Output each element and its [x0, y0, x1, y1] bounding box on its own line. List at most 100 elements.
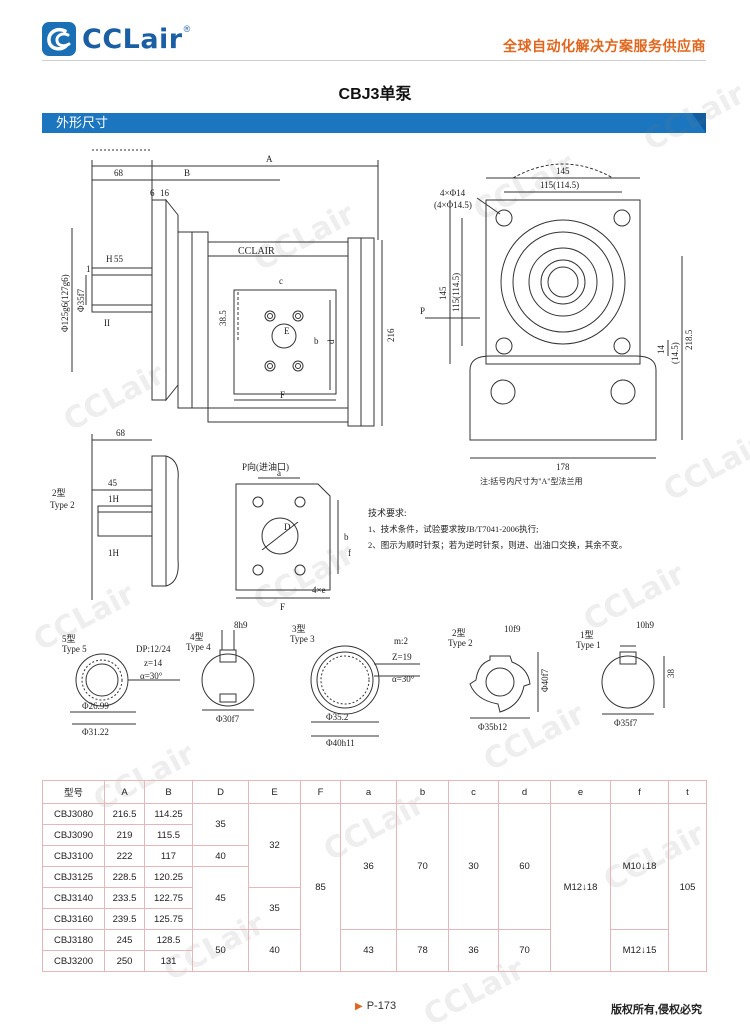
dim-4e-port: 4×e — [312, 585, 326, 595]
page-title: CBJ3单泵 — [338, 86, 412, 103]
col-header: A — [104, 780, 145, 804]
dim-flange-dia: Φ125g6(127g6) — [60, 274, 70, 332]
A-cell: 245 — [104, 929, 145, 951]
dim-A: A — [266, 154, 273, 164]
dim-D-port: D — [284, 522, 291, 532]
section-title: 外形尺寸 — [56, 115, 109, 130]
shaft2-d1: Φ40f7 — [540, 668, 550, 692]
col-header: a — [340, 780, 397, 804]
col-header: b — [396, 780, 449, 804]
page-header: CCLair ® 全球自动化解决方案服务供应商 — [0, 0, 750, 61]
inlet-port-view — [235, 477, 339, 599]
tech-item-1: 1、技术条件，试验要求按JB/T7041-2006执行; — [368, 524, 538, 534]
shaft1-38: 38 — [666, 669, 676, 679]
dim-B: B — [184, 168, 190, 178]
shaft5-dp: DP:12/24 — [136, 644, 171, 654]
c-cell: 36 — [448, 929, 499, 972]
dim-d: d — [326, 339, 336, 344]
e-cell: M12↓18 — [550, 803, 611, 972]
table-header-row: 型号 A B D E F a b c d e f t — [42, 780, 707, 804]
dim-115-top: 115(114.5) — [540, 180, 579, 190]
dim-55: 55 — [114, 254, 124, 264]
E-cell: 35 — [248, 887, 301, 930]
table-row: CBJ3125 228.5 120.25 45 — [42, 866, 707, 930]
B-cell: 131 — [144, 950, 193, 972]
shaft5-z: z=14 — [144, 658, 163, 668]
f-cell: M10↓18 — [610, 803, 669, 930]
shaft3-label-en: Type 3 — [290, 634, 315, 644]
page-number-text: P-173 — [366, 1000, 397, 1012]
A-cell: 239.5 — [104, 908, 145, 930]
shaft3-z: Z=19 — [392, 652, 412, 662]
B-cell: 120.25 — [144, 866, 193, 888]
col-header: c — [448, 780, 499, 804]
pump-nameplate: CCLAIR — [238, 246, 275, 257]
E-cell: 40 — [248, 929, 301, 972]
shaft3-d2: Φ40h11 — [326, 738, 355, 748]
E-cell: 32 — [248, 803, 301, 888]
A-cell: 222 — [104, 845, 145, 867]
dim-1H-bottom: 1H — [108, 548, 120, 558]
dim-F-front: F — [280, 390, 285, 400]
table-row: CBJ3200 250 131 — [42, 950, 707, 972]
flange-note: 注:括号内尺寸为"A"型法兰用 — [480, 476, 583, 486]
dim-F-port: F — [280, 602, 285, 612]
F-cell: 85 — [300, 803, 341, 972]
dim-145-top: 145 — [556, 166, 570, 176]
dim-218-5: 218.5 — [684, 329, 694, 350]
shaft-type4 — [201, 630, 255, 711]
dim-45: 45 — [108, 478, 118, 488]
model-cell: CBJ3090 — [42, 824, 105, 846]
dim-1H-top: 1H — [108, 494, 120, 504]
col-header: d — [498, 780, 551, 804]
pump-side-view — [425, 163, 683, 459]
dim-H: H — [106, 254, 113, 264]
A-cell: 233.5 — [104, 887, 145, 909]
c-cell: 30 — [448, 803, 499, 930]
B-cell: 128.5 — [144, 929, 193, 951]
pump-front-view — [71, 149, 383, 427]
D-cell: 50 — [192, 929, 249, 972]
dim-b-front: b — [314, 336, 319, 346]
shaft1-label: 1型 — [580, 630, 594, 640]
d-cell: 60 — [498, 803, 551, 930]
model-cell: CBJ3160 — [42, 908, 105, 930]
tech-item-2: 2、图示为顺时针泵；若为逆时针泵，则进、出油口交换，其余不变。 — [368, 540, 627, 550]
col-header: f — [610, 780, 669, 804]
model-cell: CBJ3100 — [42, 845, 105, 867]
port-view-title: P向(进油口) — [242, 461, 289, 472]
type2-label: 2型 — [52, 488, 66, 498]
col-header: F — [300, 780, 341, 804]
col-header: e — [550, 780, 611, 804]
dim-a-port: a — [277, 468, 281, 478]
dim-6: 6 — [150, 188, 155, 198]
D-cell: 45 — [192, 866, 249, 930]
A-cell: 219 — [104, 824, 145, 846]
section-bar: 外形尺寸 — [42, 113, 706, 133]
table-row: CBJ3080 216.5 114.25 35 32 85 36 70 30 6… — [42, 803, 707, 972]
shaft2-label-en: Type 2 — [448, 638, 473, 648]
B-cell: 122.75 — [144, 887, 193, 909]
type2-shaft-view — [91, 434, 179, 600]
table-row: CBJ3180 245 128.5 50 40 43 78 36 70 M12↓… — [42, 929, 707, 972]
copyright: 版权所有,侵权必究 — [610, 1004, 702, 1016]
registered-mark: ® — [183, 24, 191, 34]
col-header: 型号 — [42, 780, 105, 804]
dim-14: 14 — [656, 345, 666, 355]
shaft4-label: 4型 — [190, 632, 204, 642]
col-header: E — [248, 780, 301, 804]
dim-38-5: 38.5 — [218, 310, 228, 326]
b-cell: 70 — [396, 803, 449, 930]
shaft-type5 — [70, 653, 180, 725]
shaft-type1 — [601, 645, 665, 715]
shaft5-alpha: α=30° — [140, 671, 163, 681]
shaft4-label-en: Type 4 — [186, 642, 211, 652]
dim-14-5: (14.5) — [670, 342, 680, 364]
logo-text: CCLair — [82, 23, 183, 55]
d-cell: 70 — [498, 929, 551, 972]
logo-mark-icon — [42, 22, 76, 56]
a-cell: 43 — [340, 929, 397, 972]
shaft2-key: 10f9 — [504, 624, 521, 634]
section-bar-corner — [692, 113, 706, 133]
